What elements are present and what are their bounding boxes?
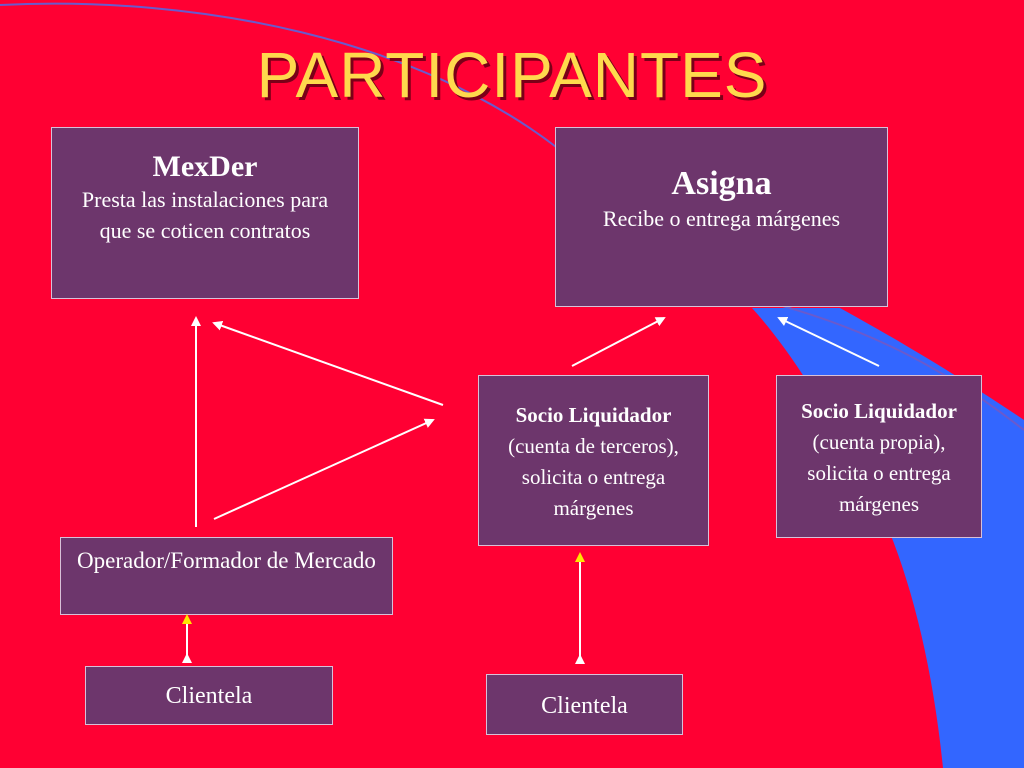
socio-liquidador-propia-box: Socio Liquidador (cuenta propia), solici… xyxy=(776,375,982,538)
socio-liquidador-terceros-box: Socio Liquidador (cuenta de terceros), s… xyxy=(478,375,709,546)
mexder-heading: MexDer xyxy=(152,150,258,183)
arrow-operador-to-socio xyxy=(213,418,435,520)
arrow-socio-propia-to-asigna xyxy=(777,316,880,367)
operador-formador-box: Operador/Formador de Mercado xyxy=(60,537,393,615)
page-title: PARTICIPANTES xyxy=(256,39,768,111)
arrow-socio-to-mexder xyxy=(212,320,444,406)
mexder-description: Presta las instalaciones para que se cot… xyxy=(81,187,329,243)
arrow-socio-terceros-to-asigna xyxy=(571,317,666,367)
asigna-heading: Asigna xyxy=(671,165,772,202)
socio-terceros-description: (cuenta de terceros), solicita o entrega… xyxy=(508,434,679,520)
thin-arc-line xyxy=(0,2,561,151)
thin-arc-line-right xyxy=(759,299,1024,431)
asigna-box: Asigna Recibe o entrega márgenes xyxy=(555,127,888,307)
clientela-box-left: Clientela xyxy=(85,666,333,725)
socio-propia-heading: Socio Liquidador xyxy=(801,399,957,423)
mexder-box: MexDer Presta las instalaciones para que… xyxy=(51,127,359,299)
socio-propia-description: (cuenta propia), solicita o entrega márg… xyxy=(807,430,951,516)
socio-terceros-heading: Socio Liquidador xyxy=(515,403,672,427)
clientela-box-center: Clientela xyxy=(486,674,683,735)
asigna-description: Recibe o entrega márgenes xyxy=(602,206,841,231)
